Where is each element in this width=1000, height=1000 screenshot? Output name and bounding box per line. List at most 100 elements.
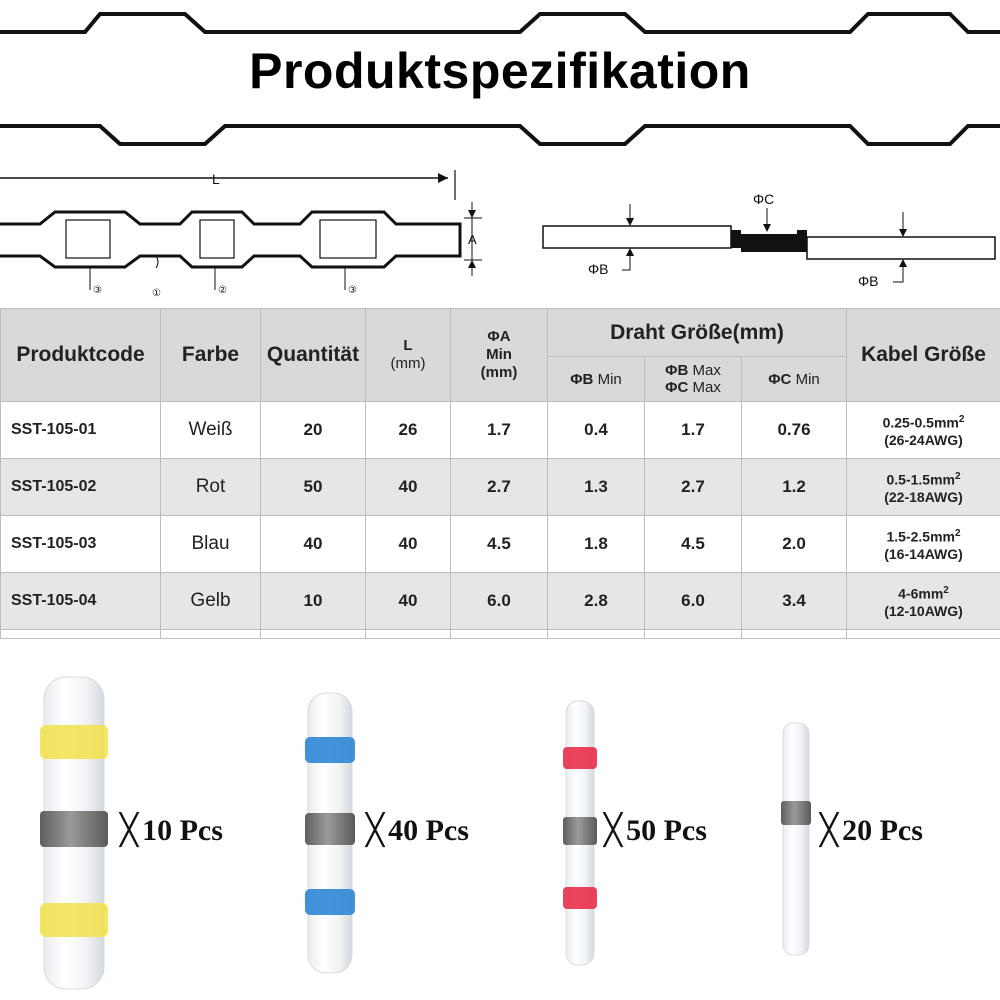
- cable-range: 0.25-0.5mm: [882, 414, 959, 431]
- color-band-yellow-bottom: [40, 903, 108, 937]
- header-code: Produktcode: [0, 308, 161, 402]
- cell-length: 26: [365, 401, 451, 459]
- quantity-label-white: ╳20 Pcs: [820, 813, 923, 848]
- diameter-label: A: [468, 232, 477, 247]
- quantity-blue: 40 Pcs: [388, 814, 469, 847]
- cable-awg: (16-14AWG): [884, 546, 963, 563]
- cell-color: Weiß: [160, 401, 261, 459]
- header-cable-size: Kabel Größe: [846, 308, 1000, 402]
- table-row: SST-105-02 Rot 50 40 2.7 1.3 2.7 1.2 0.5…: [0, 458, 1000, 516]
- color-band-blue-top: [305, 737, 355, 763]
- cell-code: SST-105-03: [0, 515, 161, 573]
- cell-length: 40: [365, 515, 451, 573]
- cell-quantity: 40: [260, 515, 366, 573]
- quantity-red: 50 Pcs: [626, 814, 707, 847]
- spec-table: Produktcode Farbe Quantität L (mm) ΦA Mi…: [0, 308, 1000, 639]
- cable-exponent: 2: [943, 584, 949, 596]
- marker-solder-right: ③: [348, 285, 357, 296]
- table-row: SST-105-03 Blau 40 40 4.5 1.8 4.5 2.0 1.…: [0, 515, 1000, 573]
- solder-ring-yellow: [40, 811, 108, 847]
- color-band-red-bottom: [563, 887, 597, 909]
- cell-color: Rot: [160, 458, 261, 516]
- cable-awg: (12-10AWG): [884, 603, 963, 620]
- header-b-max-symbol: ΦB: [665, 362, 689, 379]
- cell-c-min: 2.0: [740, 515, 848, 573]
- cell-bc-max: 6.0: [644, 572, 742, 630]
- cable-exponent: 2: [958, 413, 965, 425]
- cable-range: 0.5-1.5mm: [886, 471, 955, 488]
- header-b-min-text: Min: [597, 370, 622, 388]
- cell-c-min: 0.76: [740, 401, 848, 459]
- cell-c-min: 3.4: [740, 572, 848, 630]
- cell-code: SST-105-01: [0, 401, 161, 459]
- cell-a-min: 6.0: [450, 572, 548, 630]
- cell-code: SST-105-02: [0, 458, 161, 516]
- quantity-label-red: ╳50 Pcs: [604, 813, 707, 848]
- cell-cable-size: 1.5-2.5mm2 (16-14AWG): [846, 515, 1000, 573]
- solder-ring-red: [563, 817, 597, 845]
- header-bc-max: ΦB Max ΦC Max: [644, 356, 742, 402]
- color-band-yellow-top: [40, 725, 108, 759]
- cell-quantity: 20: [260, 401, 366, 459]
- header-length: L (mm): [365, 308, 451, 402]
- marker-tube: ①: [152, 288, 161, 299]
- cable-awg: (22-18AWG): [884, 489, 963, 506]
- cable-range: 1.5-2.5mm: [886, 528, 955, 545]
- header-wire-size: Draht Größe(mm): [546, 308, 848, 357]
- cell-cable-size: 4-6mm2 (12-10AWG): [846, 572, 1000, 630]
- cell-quantity: 10: [260, 572, 366, 630]
- cell-b-min: 0.4: [547, 401, 645, 459]
- solder-sleeve-yellow: [40, 676, 108, 990]
- header-b-min: ΦB Min: [547, 356, 645, 402]
- b-diameter-label-right: ΦB: [858, 273, 879, 289]
- length-label: L: [212, 171, 220, 187]
- times-icon: ╳: [820, 813, 839, 848]
- quantity-white: 20 Pcs: [842, 814, 923, 847]
- header-c-min-text: Min: [795, 370, 820, 388]
- solder-ring-blue: [305, 813, 355, 845]
- product-illustrations: [40, 676, 811, 990]
- cell-bc-max: 4.5: [644, 515, 742, 573]
- header-a-min-word: Min: [486, 346, 512, 363]
- cell-b-min: 1.3: [547, 458, 645, 516]
- header-color: Farbe: [160, 308, 261, 402]
- cell-cable-size: 0.25-0.5mm2 (26-24AWG): [846, 401, 1000, 459]
- color-band-blue-bottom: [305, 889, 355, 915]
- header-b-max-text: Max: [692, 362, 721, 379]
- header-c-max-text: Max: [692, 379, 721, 396]
- cell-a-min: 4.5: [450, 515, 548, 573]
- product-lineup: ╳10 Pcs ╳40 Pcs ╳50 Pcs ╳20 Pcs: [0, 665, 1000, 1000]
- cell-color: Blau: [160, 515, 261, 573]
- cell-cable-size: 0.5-1.5mm2 (22-18AWG): [846, 458, 1000, 516]
- cell-c-min: 1.2: [740, 458, 848, 516]
- header-a-min: ΦA Min (mm): [450, 308, 548, 402]
- cell-quantity: 50: [260, 458, 366, 516]
- cell-length: 40: [365, 572, 451, 630]
- cell-length: 40: [365, 458, 451, 516]
- header-c-max-symbol: ΦC: [665, 379, 689, 396]
- cell-a-min: 1.7: [450, 401, 548, 459]
- solder-ring-white: [781, 801, 811, 825]
- page-title: Produktspezifikation: [249, 43, 751, 99]
- cell-b-min: 1.8: [547, 515, 645, 573]
- quantity-label-yellow: ╳10 Pcs: [120, 813, 223, 848]
- header-a-symbol: ΦA: [487, 328, 511, 345]
- times-icon: ╳: [604, 813, 623, 848]
- marker-solder-left: ③: [93, 285, 102, 296]
- dimension-diagram: L A ③ ① ② ③ ΦC ΦB ΦB: [0, 170, 996, 299]
- cable-awg: (26-24AWG): [884, 432, 963, 449]
- solder-sleeve-white: [781, 722, 811, 956]
- header-c-min-symbol: ΦC: [768, 370, 792, 388]
- banner-frame: [0, 12, 1000, 146]
- cable-range: 4-6mm: [898, 585, 944, 602]
- cell-code: SST-105-04: [0, 572, 161, 630]
- c-diameter-label: ΦC: [753, 191, 774, 207]
- cell-bc-max: 2.7: [644, 458, 742, 516]
- solder-sleeve-blue: [305, 692, 355, 974]
- header-quantity: Quantität: [260, 308, 366, 402]
- header-length-symbol: L: [403, 337, 413, 354]
- times-icon: ╳: [120, 813, 139, 848]
- title-banner: Produktspezifikation: [0, 0, 1000, 150]
- quantity-label-blue: ╳40 Pcs: [366, 813, 469, 848]
- times-icon: ╳: [366, 813, 385, 848]
